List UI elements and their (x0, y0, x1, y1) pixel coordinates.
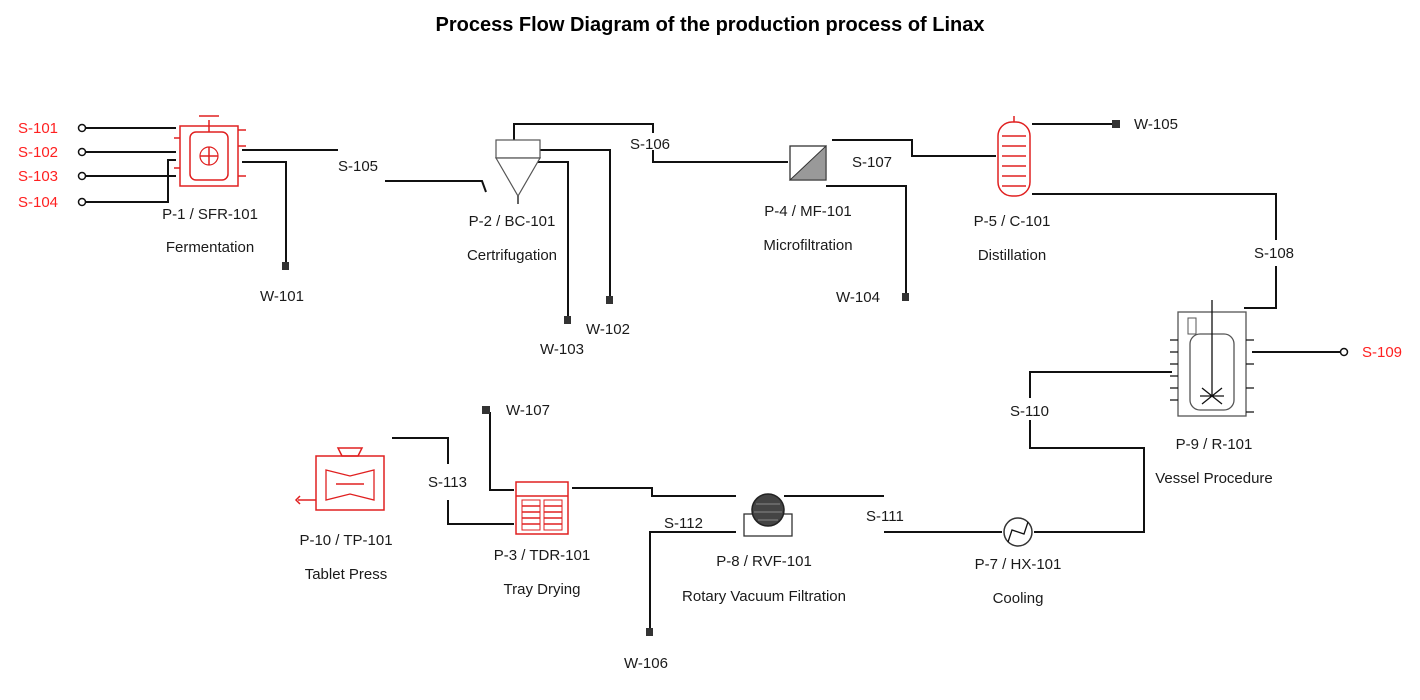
stream-label: S-108 (1254, 245, 1294, 262)
microfilter-icon (788, 144, 827, 181)
waste-label: W-107 (506, 402, 550, 419)
stream-label: S-113 (428, 474, 467, 491)
feed-terminal (77, 123, 87, 133)
pipe-s106 (513, 123, 788, 163)
feed-label: S-103 (18, 168, 58, 185)
stream-label: S-112 (664, 515, 703, 532)
waste-terminal (564, 316, 571, 324)
equipment-id: P-5 / C-101 (974, 213, 1051, 230)
pipe-rvf-to-dryer (572, 487, 736, 497)
feed-label: S-102 (18, 144, 58, 161)
equipment-id: P-7 / HX-101 (975, 556, 1062, 573)
stream-label: S-106 (630, 136, 670, 153)
equipment-desc: Microfiltration (763, 237, 852, 254)
stream-label: S-110 (1010, 403, 1049, 420)
pipe-s111 (784, 495, 1002, 533)
pipe-s105 (242, 149, 487, 193)
waste-terminal (606, 296, 613, 304)
pipe-s113 (392, 437, 514, 525)
waste-terminal (646, 628, 653, 636)
pipe-s107 (832, 139, 996, 157)
stream-labels: S-101 S-102 S-103 S-104 S-109 S-105 S-10… (18, 116, 1402, 672)
waste-terminal (902, 293, 909, 301)
equipment-desc: Fermentation (166, 239, 254, 256)
waste-terminal (1112, 120, 1120, 128)
equipment-desc: Rotary Vacuum Filtration (682, 588, 846, 605)
heat-exchanger-icon (1003, 517, 1033, 547)
feed-terminal (77, 171, 87, 181)
stream-terminals (77, 120, 1349, 636)
product-terminal (1339, 347, 1349, 357)
stream-label: S-105 (338, 158, 378, 175)
equipment-id: P-8 / RVF-101 (716, 553, 812, 570)
stream-label: S-107 (852, 154, 892, 171)
product-label: S-109 (1362, 344, 1402, 361)
stream-label: S-111 (866, 508, 904, 525)
pipe-w101 (242, 161, 287, 262)
tablet-press-icon (294, 447, 385, 511)
waste-label: W-106 (624, 655, 668, 672)
distillation-column-icon (997, 116, 1031, 197)
waste-label: W-103 (540, 341, 584, 358)
equipment-labels: P-1 / SFR-101 Fermentation P-2 / BC-101 … (162, 203, 1273, 607)
feed-terminal (77, 197, 87, 207)
equipment-desc: Distillation (978, 247, 1046, 264)
equipment-desc: Certrifugation (467, 247, 557, 264)
waste-label: W-102 (586, 321, 630, 338)
pipe-s108 (1032, 193, 1277, 309)
equipment-id: P-2 / BC-101 (469, 213, 556, 230)
feed-label: S-104 (18, 194, 58, 211)
waste-label: W-101 (260, 288, 304, 305)
equipment-desc: Vessel Procedure (1155, 470, 1273, 487)
equipment-desc: Tablet Press (305, 566, 388, 583)
equipment-id: P-1 / SFR-101 (162, 206, 258, 223)
feed-label: S-101 (18, 120, 58, 137)
waste-terminal (282, 262, 289, 270)
centrifuge-icon (494, 139, 542, 204)
fermenter-icon (174, 115, 246, 187)
feed-terminal (77, 147, 87, 157)
equipment-id: P-10 / TP-101 (299, 532, 392, 549)
equipment-desc: Tray Drying (504, 581, 581, 598)
equipment-desc: Cooling (993, 590, 1044, 607)
waste-label: W-105 (1134, 116, 1178, 133)
pipe-w107 (489, 412, 514, 491)
equipment-id: P-4 / MF-101 (764, 203, 852, 220)
waste-terminal (482, 406, 490, 414)
equipment-id: P-3 / TDR-101 (494, 547, 590, 564)
pipe-w102 (540, 149, 611, 296)
tray-dryer-icon (515, 481, 569, 535)
reactor-vessel-icon (1170, 300, 1254, 417)
pipes (82, 123, 1344, 628)
rotary-vacuum-filter-icon (743, 493, 793, 537)
diagram-title: Process Flow Diagram of the production p… (435, 14, 985, 36)
pipe-s110 (1029, 371, 1172, 533)
pipe-w106 (649, 531, 736, 628)
pipe-w103 (538, 161, 569, 316)
equipment-id: P-9 / R-101 (1176, 436, 1253, 453)
pipe-w104 (826, 185, 907, 296)
waste-label: W-104 (836, 289, 880, 306)
pipe-s104 (82, 159, 176, 203)
